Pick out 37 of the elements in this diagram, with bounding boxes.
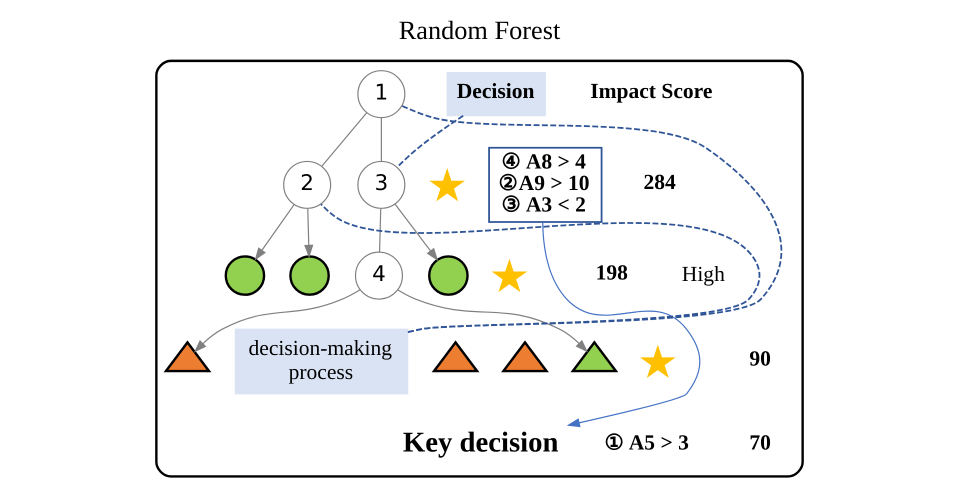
- node-triangle: [501, 340, 549, 372]
- node-box: decision-making process: [234, 328, 408, 394]
- label: 284: [643, 170, 676, 194]
- arrow: [394, 204, 438, 262]
- connector: [320, 204, 760, 333]
- connector: [380, 118, 382, 161]
- node-triangle: [432, 340, 480, 372]
- node-circle: 1: [357, 70, 406, 118]
- label: Impact Score: [590, 79, 712, 104]
- label: High: [682, 262, 725, 286]
- label: ① A5 > 3: [604, 430, 689, 454]
- node-box: Decision: [446, 72, 546, 116]
- node-star: [492, 258, 528, 292]
- diagram-title: Random Forest: [398, 16, 560, 45]
- node-text: Key decision: [402, 426, 558, 459]
- connector: [402, 105, 782, 333]
- arrow: [254, 204, 294, 261]
- arrow: [398, 289, 588, 353]
- node-box: ④ A8 > 4 ②A9 > 10 ③ A3 < 2: [488, 146, 602, 223]
- label: 90: [749, 346, 771, 371]
- label: 198: [596, 260, 628, 285]
- arrow: [542, 222, 700, 428]
- node-leaf: [428, 255, 469, 296]
- node-circle: 3: [357, 160, 406, 209]
- node-star: [640, 344, 676, 378]
- node-circle: 4: [354, 252, 404, 300]
- node-leaf: [289, 255, 330, 296]
- connector: [378, 208, 382, 252]
- node-star: [429, 168, 465, 202]
- arrow: [304, 208, 314, 258]
- label: 70: [749, 430, 771, 454]
- connector: [322, 112, 368, 166]
- arrow: [194, 289, 360, 353]
- connector: [396, 115, 464, 168]
- cluster: [155, 60, 804, 478]
- node-leaf: [224, 255, 266, 296]
- node-circle: 2: [283, 160, 332, 209]
